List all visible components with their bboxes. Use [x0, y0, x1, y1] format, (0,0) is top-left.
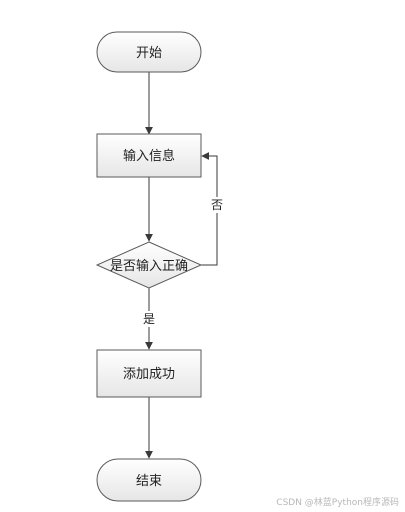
success-label: 添加成功: [123, 367, 175, 382]
end-label: 结束: [136, 474, 162, 489]
input-label: 输入信息: [123, 148, 175, 164]
decision-label: 是否输入正确: [110, 258, 188, 274]
start-terminator: [96, 31, 202, 73]
success-process-box: [96, 349, 202, 398]
end-terminator: [96, 458, 202, 502]
start-label: 开始: [136, 46, 162, 61]
input-process-box: [96, 133, 202, 178]
edge-label-yes: 是: [143, 312, 155, 326]
csdn-watermark: CSDN @林蓝Python程序源码: [276, 498, 399, 508]
edge-label-no: 否: [211, 198, 223, 212]
decision-diamond: [95, 241, 203, 289]
